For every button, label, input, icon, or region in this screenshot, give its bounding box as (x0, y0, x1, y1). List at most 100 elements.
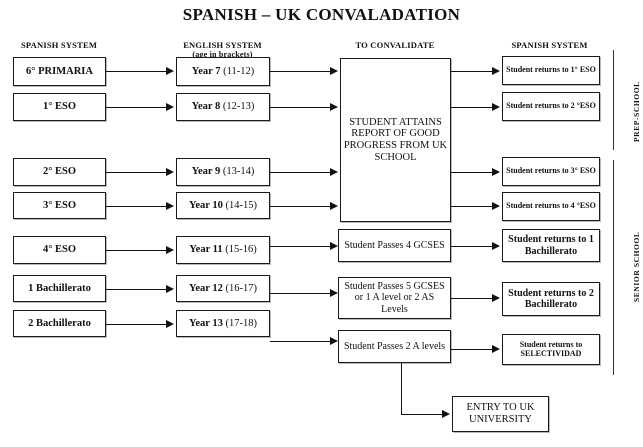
english-box-year-11[interactable]: Year 11 (15-16) (176, 236, 270, 264)
arrowhead-center-to-right-1 (492, 67, 500, 75)
connector-left-to-english-4 (106, 206, 168, 207)
arrowhead-english-to-center-5 (330, 242, 338, 250)
connector-english-to-center-4 (270, 206, 332, 207)
column-header-english: ENGLISH SYSTEM (age in brackets) (170, 40, 275, 59)
english-box-year-13[interactable]: Year 13 (17-18) (176, 310, 270, 337)
box-label: Student Passes 4 GCSES (344, 239, 445, 251)
spanish-right-box-returns-selectividad[interactable]: Student returns to SELECTIVIDAD (502, 334, 600, 365)
column-header-spanish-right: SPANISH SYSTEM (511, 40, 588, 50)
age-label: (15-16) (225, 244, 257, 256)
age-label: (11-12) (223, 65, 255, 77)
english-box-year-12[interactable]: Year 12 (16-17) (176, 275, 270, 302)
arrowhead-center-to-right-5 (492, 242, 500, 250)
connector-left-to-english-3 (106, 172, 168, 173)
english-box-year-8[interactable]: Year 8 (12-13) (176, 93, 270, 121)
english-box-year-10[interactable]: Year 10 (14-15) (176, 192, 270, 219)
connector-center-to-right-5 (451, 246, 494, 247)
center-box-passes-2-a-levels[interactable]: Student Passes 2 A levels (338, 330, 451, 363)
entry-to-uk-university-box[interactable]: ENTRY TO UK UNIVERSITY (452, 396, 549, 432)
english-box-year-9[interactable]: Year 9 (13-14) (176, 158, 270, 186)
column-header-english-sub: (age in brackets) (192, 50, 253, 59)
column-header-spanish-left: SPANISH SYSTEM (20, 40, 98, 50)
arrowhead-left-to-english-1 (166, 67, 174, 75)
arrowhead-left-to-english-7 (166, 320, 174, 328)
arrowhead-center-to-right-6 (492, 294, 500, 302)
box-label: 1° ESO (42, 101, 77, 113)
age-label: (17-18) (225, 317, 258, 329)
box-label: Student returns to 2 Bachillerato (508, 287, 594, 310)
arrowhead-center-to-right-3 (492, 168, 500, 176)
arrowhead-english-to-center-1 (330, 67, 338, 75)
spanish-left-box-3-eso[interactable]: 3° ESO (13, 192, 106, 219)
page-title: SPANISH – UK CONVALADATION (182, 5, 461, 24)
box-label: Year 12 (16-17) (187, 283, 259, 295)
bracket-prep-school (613, 50, 614, 150)
connector-alevels-to-university-horizontal (401, 414, 444, 415)
spanish-left-box-2-eso[interactable]: 2° ESO (13, 158, 106, 186)
spanish-right-box-returns-3-eso[interactable]: Student returns to 3° ESO (502, 157, 600, 186)
box-label: 4° ESO (42, 244, 77, 256)
connector-alevels-to-university-vertical (401, 363, 402, 415)
spanish-right-box-returns-1-bachillerato[interactable]: Student returns to 1 Bachillerato (502, 229, 600, 262)
arrowhead-left-to-english-2 (166, 103, 174, 111)
arrowhead-center-to-right-4 (492, 202, 500, 210)
arrowhead-english-to-center-6 (330, 289, 338, 297)
english-box-year-7[interactable]: Year 7 (11-12) (176, 57, 270, 86)
arrowhead-left-to-english-6 (166, 285, 174, 293)
arrowhead-english-to-center-4 (330, 202, 338, 210)
arrowhead-center-to-right-2 (492, 103, 500, 111)
connector-center-to-right-7 (451, 349, 494, 350)
age-label: (14-15) (225, 199, 258, 211)
box-label: 3° ESO (42, 199, 77, 211)
arrowhead-left-to-english-4 (166, 202, 174, 210)
box-label: Year 10 (14-15) (187, 200, 259, 212)
box-label: 2° ESO (42, 166, 77, 178)
bracket-label-senior-school: SENIOR SCHOOL (632, 231, 641, 302)
box-label: 1 Bachillerato (28, 282, 91, 294)
connector-center-to-right-4 (451, 206, 494, 207)
spanish-right-box-returns-2-eso[interactable]: Student returns to 2 °ESO (502, 92, 600, 121)
arrowhead-english-to-center-2 (330, 103, 338, 111)
connector-center-to-right-6 (451, 298, 494, 299)
center-box-student-attains-report[interactable]: STUDENT ATTAINS REPORT OF GOOD PROGRESS … (340, 58, 451, 222)
box-label: Student returns to 1 Bachillerato (508, 234, 594, 257)
spanish-left-box-1-bachillerato[interactable]: 1 Bachillerato (13, 275, 106, 302)
arrowhead-center-to-right-7 (492, 345, 500, 353)
box-label: Student Passes 5 GCSES or 1 A level or 2… (344, 281, 445, 315)
center-box-passes-4-gcses[interactable]: Student Passes 4 GCSES (338, 229, 451, 262)
connector-left-to-english-2 (106, 107, 168, 108)
spanish-left-box-4-eso[interactable]: 4° ESO (13, 236, 106, 264)
spanish-right-box-returns-4-eso[interactable]: Student returns to 4 °ESO (502, 192, 600, 221)
box-label: 6° PRIMARIA (26, 65, 93, 77)
arrowhead-alevels-to-university (442, 410, 450, 418)
spanish-left-box-1-eso[interactable]: 1° ESO (13, 93, 106, 121)
age-label: (13-14) (222, 166, 255, 178)
age-label: (16-17) (225, 282, 258, 294)
arrowhead-left-to-english-3 (166, 168, 174, 176)
year-label: Year 10 (188, 199, 223, 211)
spanish-right-box-returns-2-bachillerato[interactable]: Student returns to 2 Bachillerato (502, 282, 600, 316)
box-label: Student returns to 3° ESO (506, 166, 596, 176)
box-label: Student returns to 1° ESO (506, 65, 596, 75)
box-label: Year 11 (15-16) (187, 244, 258, 256)
spanish-left-box-2-bachillerato[interactable]: 2 Bachillerato (13, 310, 106, 337)
center-box-passes-5-gcses[interactable]: Student Passes 5 GCSES or 1 A level or 2… (338, 277, 451, 319)
year-label: Year 12 (188, 282, 223, 294)
connector-english-to-center-7 (270, 341, 332, 342)
year-label: Year 9 (191, 166, 221, 178)
connector-center-to-right-3 (451, 172, 494, 173)
spanish-right-box-returns-1-eso[interactable]: Student returns to 1° ESO (502, 56, 600, 85)
box-label: Year 9 (13-14) (190, 166, 257, 178)
arrowhead-left-to-english-5 (166, 246, 174, 254)
connector-left-to-english-5 (106, 250, 168, 251)
year-label: Year 13 (188, 317, 223, 329)
box-label: Year 8 (12-13) (190, 101, 257, 113)
year-label: Year 7 (191, 65, 221, 77)
arrowhead-english-to-center-3 (330, 168, 338, 176)
age-label: (12-13) (222, 101, 255, 113)
connector-left-to-english-7 (106, 324, 168, 325)
box-label: Year 13 (17-18) (187, 318, 259, 330)
spanish-left-box-6-primaria[interactable]: 6° PRIMARIA (13, 57, 106, 86)
connector-center-to-right-2 (451, 107, 494, 108)
